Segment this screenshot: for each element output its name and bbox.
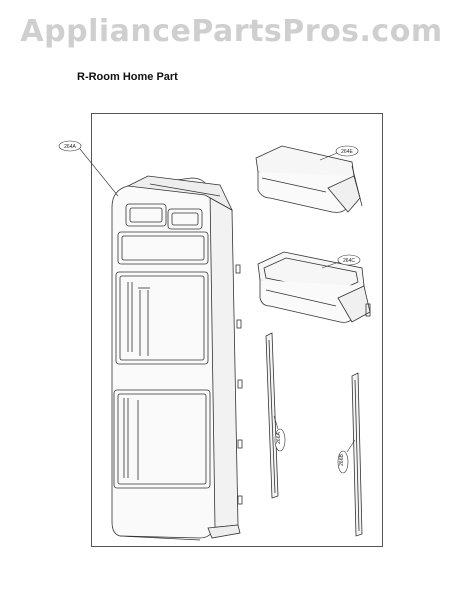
door-trim-right-part [351, 372, 363, 537]
callout-lower-basket: 264C [321, 254, 361, 269]
callout-door-frame: 264A [58, 140, 119, 197]
upper-door-basket-part [255, 145, 363, 213]
callout-label-upper-basket: 264E [341, 149, 353, 155]
callout-label-trim-right: 266B [339, 454, 345, 466]
door-panel-part [111, 175, 243, 541]
door-trim-left-part [265, 332, 279, 499]
site-watermark: AppliancePartsPros.com [20, 14, 443, 49]
callout-label-lower-basket: 264C [343, 258, 355, 264]
section-title: R-Room Home Part [77, 71, 178, 83]
callout-label-trim-left: 266A [276, 432, 282, 444]
lower-door-basket-part [257, 251, 371, 323]
callout-upper-basket: 264E [319, 145, 359, 161]
diagram-frame [91, 113, 383, 547]
callout-trim-right: 266B [337, 439, 356, 474]
callout-label-door-frame: 264A [64, 144, 76, 150]
callout-trim-left: 266A [273, 415, 286, 452]
